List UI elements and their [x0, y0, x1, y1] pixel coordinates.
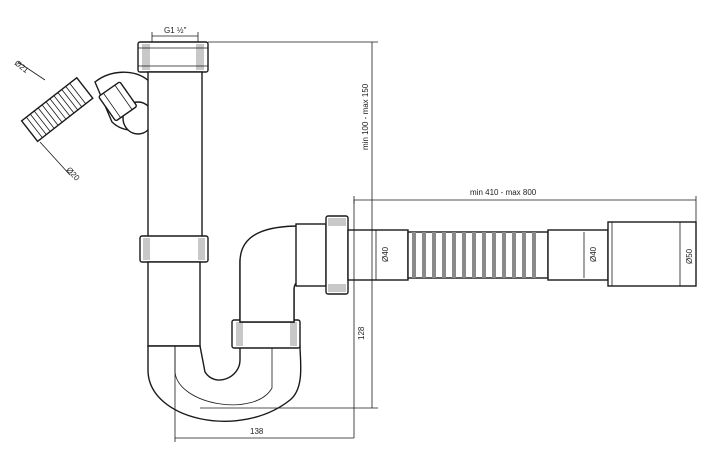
height-range-label: min 100 - max 150 — [361, 83, 370, 150]
leader-d21 — [17, 61, 46, 81]
flex-length-label: min 410 - max 800 — [470, 188, 537, 197]
trap-width-label: 138 — [250, 427, 264, 436]
u-bend-trap — [147, 225, 302, 422]
outlet-nut — [325, 215, 349, 295]
thread-label: G1 ½" — [164, 26, 187, 35]
hose-corrugation — [26, 83, 86, 138]
outlet-socket — [295, 223, 327, 287]
middle-nut — [139, 235, 209, 263]
leader-d20 — [39, 141, 71, 176]
vertical-pipe — [137, 41, 209, 347]
flex-dia-label: Ø40 — [589, 246, 598, 262]
hose-inlet-dia-label: Ø21 — [13, 58, 31, 75]
outlet-flex-pipe — [295, 215, 697, 295]
hose-outlet-dia-label: Ø20 — [65, 165, 82, 183]
flex-corrugation — [412, 232, 536, 278]
side-inlet-hose: Ø21 Ø20 — [13, 58, 154, 183]
nut-dia-label: Ø40 — [381, 246, 390, 262]
trap-height-label: 128 — [357, 326, 366, 340]
end-socket — [607, 221, 697, 287]
dimensions: G1 ½" min 100 - max 150 128 Ø40 min 410 … — [151, 26, 697, 442]
end-dia-label: Ø50 — [685, 248, 694, 264]
